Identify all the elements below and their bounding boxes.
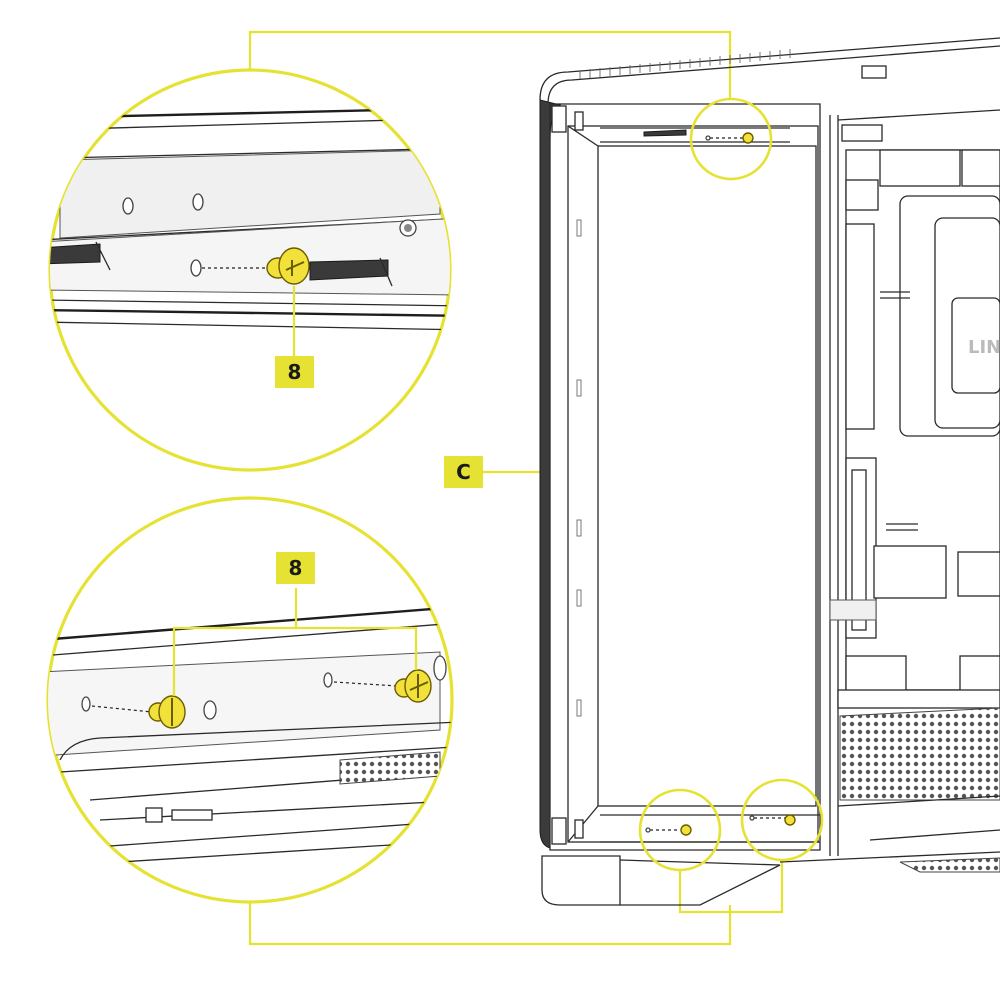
svg-text:C: C xyxy=(456,460,471,484)
thumbscrew-icon xyxy=(394,669,432,703)
thumbscrew-icon xyxy=(742,132,754,144)
svg-text:8: 8 xyxy=(288,360,302,384)
mounting-hole-icon xyxy=(122,197,134,215)
pc-case: LIN xyxy=(539,37,1000,906)
thumbscrew-icon xyxy=(266,247,310,285)
svg-text:LIN: LIN xyxy=(968,337,1000,358)
callout-label-panel: C xyxy=(444,456,483,488)
mounting-hole-icon xyxy=(323,672,333,688)
leader-lines xyxy=(248,30,784,946)
detail-lens-bottom xyxy=(46,496,454,904)
thumbscrew-icon xyxy=(148,695,186,729)
thumbscrew-icon xyxy=(680,824,692,836)
mounting-hole-icon xyxy=(81,696,91,712)
detail-lens-bottom-right-small xyxy=(740,778,824,862)
detail-lens-top-small xyxy=(689,97,773,181)
case-interior: LIN xyxy=(829,109,1000,873)
thumbscrew-icon xyxy=(784,814,796,826)
detail-lens-top xyxy=(48,68,452,472)
mounting-hole-icon xyxy=(190,259,202,277)
callout-label-screw-bottom: 8 xyxy=(276,552,315,584)
callout-label-screw-top: 8 xyxy=(275,356,314,388)
detail-lens-bottom-left-small xyxy=(638,788,722,872)
top-vents xyxy=(579,49,791,79)
svg-text:8: 8 xyxy=(289,556,303,580)
mounting-hole-icon xyxy=(192,193,204,211)
mounting-hole-icon xyxy=(203,700,217,720)
